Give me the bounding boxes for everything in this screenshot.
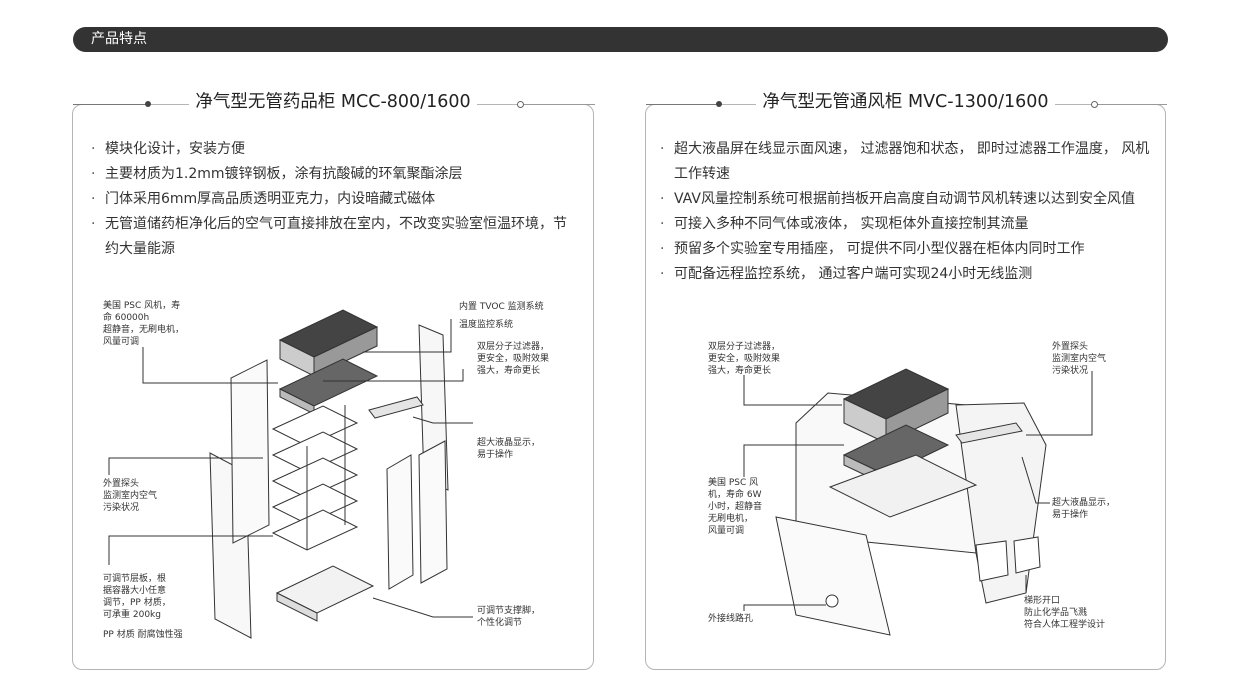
- leader-filter: [323, 369, 464, 382]
- callout-lcd: 超大液晶显示， 易于操作: [477, 438, 541, 460]
- feature-item: VAV风量控制系统可根据前挡板开启高度自动调节风机转速以达到安全风值: [660, 187, 1155, 212]
- leader-foot: [372, 597, 473, 618]
- section-title: 产品特点: [91, 31, 147, 47]
- lcd-panel: [368, 396, 424, 419]
- shelves: [271, 405, 359, 551]
- leader-fan: [142, 347, 278, 384]
- lcd-panel: [955, 422, 1023, 444]
- callout-probe: 外置探头 监测室内空气 污染状况: [103, 479, 158, 513]
- card-title: 净气型无管通风柜 MVC-1300/1600: [646, 90, 1165, 114]
- leader-lcd: [412, 416, 473, 424]
- cable-hole: [825, 594, 839, 608]
- feature-item: 超大液晶屏在线显示面风速， 过滤器饱和状态， 即时过滤器工作温度， 风机工作转速: [660, 137, 1155, 187]
- callout-tvoc: 内置 TVOC 监测系统: [459, 302, 544, 312]
- callout-fan: 美国 PSC 风 机，寿命 6W 小时，超静音 无刷电机， 风量可调: [708, 478, 763, 536]
- callout-filter: 双层分子过滤器， 更安全，吸附效果 强大，寿命更长: [477, 342, 550, 376]
- leader-fan: [743, 444, 844, 477]
- door-right: [418, 440, 448, 584]
- leader-filter: [743, 375, 842, 406]
- back-panel: [230, 359, 270, 544]
- work-surface: [828, 454, 978, 518]
- leader-lcd: [1021, 456, 1050, 504]
- feature-item: 可接入多种不同气体或液体， 实现柜体外直接控制其流量: [660, 212, 1155, 237]
- opening-left: [975, 540, 1009, 582]
- callout-fan: 美国 PSC 风机，寿 命 60000h 超静音，无刷电机， 风量可调: [103, 301, 185, 347]
- feature-item: 预留多个实验室专用插座， 可提供不同小型仪器在柜体内同时工作: [660, 237, 1155, 262]
- section-header-bar: 产品特点: [73, 27, 1168, 52]
- callout-lcd: 超大液晶显示， 易于操作: [1052, 498, 1116, 520]
- opening-right: [1013, 536, 1041, 574]
- callout-shelf: 可调节层板，根 据容器大小任意 调节，PP 材质， 可承重 200kg: [103, 574, 171, 620]
- fume-hood-exploded-diagram: [743, 368, 1093, 636]
- product-card-mcc: 净气型无管药品柜 MCC-800/1600 模块化设计，安装方便 主要材质为1.…: [72, 92, 595, 670]
- title-rule-left: [646, 104, 716, 105]
- title-dot-icon: [716, 101, 722, 107]
- card-title: 净气型无管药品柜 MCC-800/1600: [73, 90, 593, 114]
- callout-temp: 温度监控系统: [459, 320, 514, 330]
- feature-item: 主要材质为1.2mm镀锌钢板，涂有抗酸碱的环氧聚酯涂层: [91, 162, 571, 187]
- callout-foot: 可调节支撑脚， 个性化调节: [477, 606, 541, 628]
- door-left: [386, 454, 414, 590]
- title-rule-right: [517, 104, 595, 105]
- feature-item: 无管道储药柜净化后的空气可直接排放在室内，不改变实验室恒温环境，节约大量能源: [91, 212, 571, 262]
- title-rule-left: [73, 104, 145, 105]
- callout-pp: PP 材质 耐腐蚀性强: [103, 630, 183, 640]
- leader-tvoc: [363, 319, 452, 353]
- feature-item: 模块化设计，安装方便: [91, 137, 571, 162]
- leader-probe: [1026, 371, 1093, 436]
- title-dot-icon: [145, 101, 151, 107]
- leader-probe: [108, 457, 263, 475]
- callout-filter: 双层分子过滤器， 更安全，吸附效果 强大，寿命更长: [708, 342, 781, 376]
- feature-list: 模块化设计，安装方便 主要材质为1.2mm镀锌钢板，涂有抗酸碱的环氧聚酯涂层 门…: [91, 137, 571, 262]
- feature-list: 超大液晶屏在线显示面风速， 过滤器饱和状态， 即时过滤器工作温度， 风机工作转速…: [660, 137, 1155, 287]
- title-rule-right: [1091, 104, 1167, 105]
- feature-item: 门体采用6mm厚高品质透明亚克力，内设暗藏式磁体: [91, 187, 571, 212]
- leader-hole: [743, 604, 826, 611]
- leader-shelf: [108, 535, 273, 565]
- cabinet-exploded-diagram: [108, 309, 473, 639]
- callout-probe: 外置探头 监测室内空气 污染状况: [1052, 342, 1107, 376]
- callout-hole: 外接线路孔: [708, 614, 754, 624]
- title-open-dot-icon: [517, 101, 524, 108]
- product-card-mvc: 净气型无管通风柜 MVC-1300/1600 超大液晶屏在线显示面风速， 过滤器…: [645, 92, 1167, 670]
- title-open-dot-icon: [1091, 101, 1098, 108]
- feature-item: 可配备远程监控系统， 通过客户端可实现24小时无线监测: [660, 262, 1155, 287]
- callout-opening: 梯形开口 防止化学品飞溅 符合人体工程学设计: [1024, 596, 1106, 630]
